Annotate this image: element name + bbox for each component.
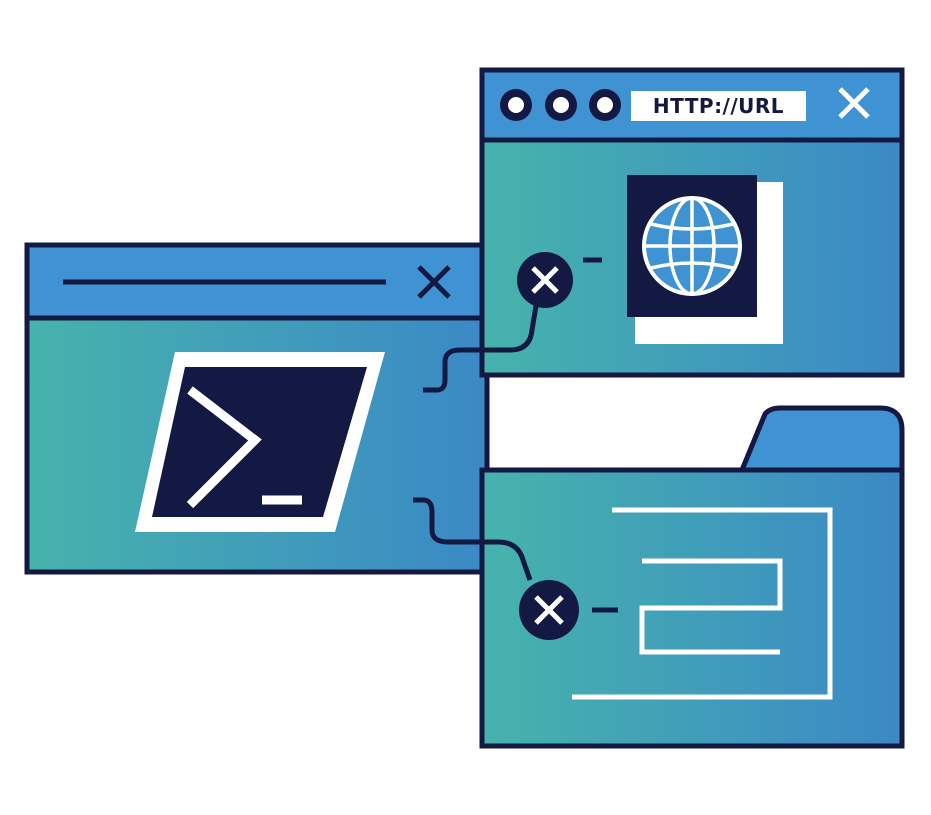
terminal-window bbox=[24, 242, 490, 575]
folder-window bbox=[479, 405, 905, 749]
window-dot-icon[interactable] bbox=[589, 89, 621, 121]
blocked-connection-icon bbox=[519, 580, 579, 640]
document-icon bbox=[572, 507, 833, 700]
globe-icon bbox=[627, 175, 783, 344]
folder-tab bbox=[738, 405, 905, 473]
close-icon[interactable] bbox=[417, 265, 451, 299]
window-dot-icon[interactable] bbox=[545, 89, 577, 121]
powershell-prompt-icon bbox=[135, 352, 385, 532]
url-bar[interactable] bbox=[631, 91, 806, 121]
connector-lower bbox=[413, 497, 618, 613]
window-dot-icon[interactable] bbox=[500, 89, 532, 121]
blocked-connection-icon bbox=[517, 252, 573, 308]
browser-window bbox=[479, 67, 905, 378]
connector-upper bbox=[423, 257, 602, 393]
url-text[interactable]: HTTP://URL bbox=[652, 94, 785, 118]
close-icon[interactable] bbox=[838, 87, 870, 119]
